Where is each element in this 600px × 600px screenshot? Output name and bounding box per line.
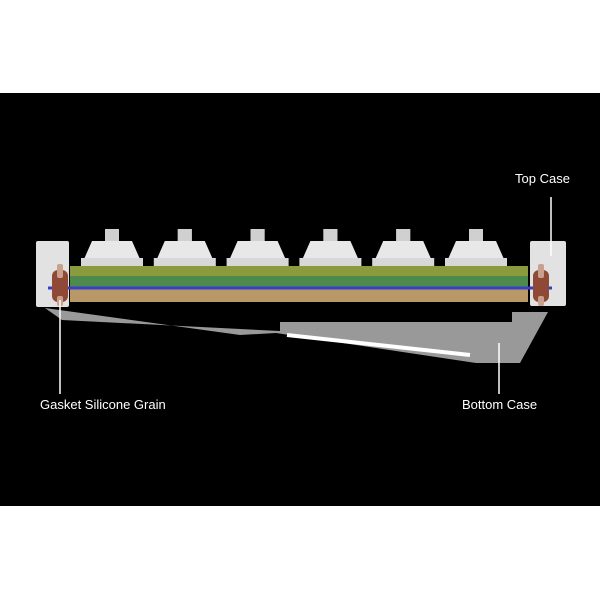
switch — [81, 229, 143, 266]
keycap-layer — [70, 266, 528, 276]
top-case-label: Top Case — [515, 171, 570, 186]
foam-layer — [70, 289, 528, 302]
bottom-case-label: Bottom Case — [462, 397, 538, 412]
switch — [445, 229, 507, 266]
gasket-right — [533, 264, 549, 306]
switch — [299, 229, 362, 266]
gasket-label: Gasket Silicone Grain — [40, 397, 166, 412]
pcb-layer — [70, 276, 528, 288]
switch — [226, 229, 289, 266]
switch — [153, 229, 216, 266]
switch-row — [81, 229, 507, 266]
switch — [372, 229, 435, 266]
bottom-case-slot — [286, 333, 471, 357]
